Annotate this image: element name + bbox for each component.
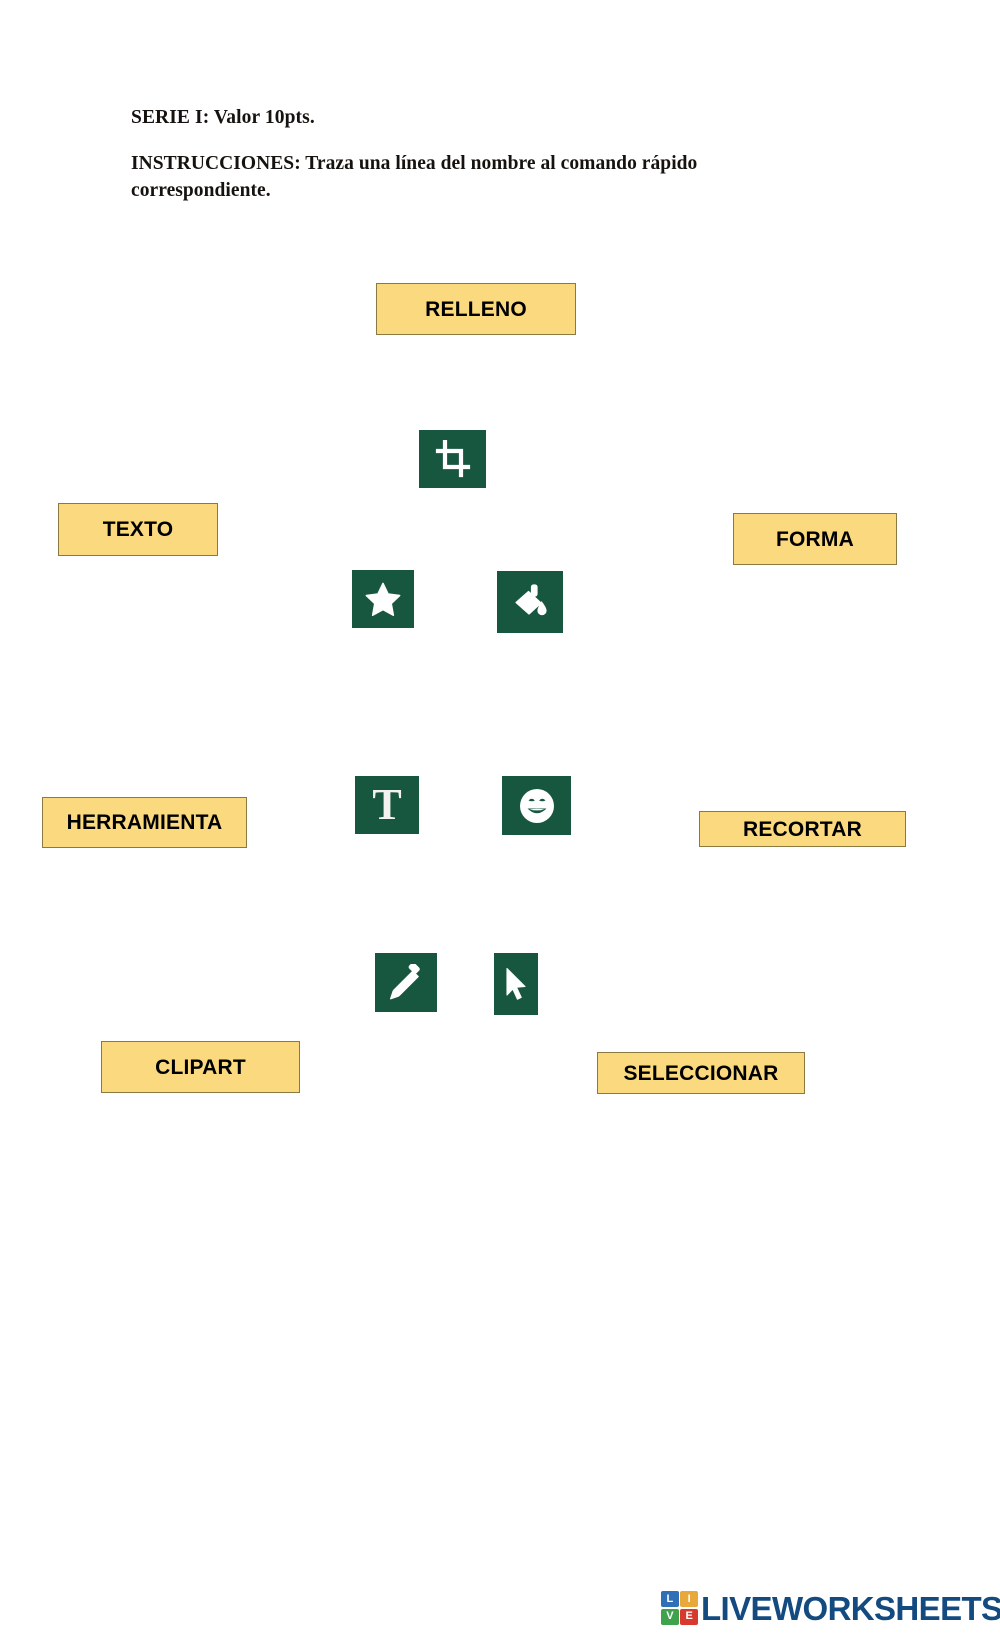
label-box-seleccionar[interactable]: SELECCIONAR [597, 1052, 805, 1094]
instructions-block: SERIE I: Valor 10pts. INSTRUCCIONES: Tra… [131, 107, 811, 205]
label-box-forma[interactable]: FORMA [733, 513, 897, 565]
logo-cell-e: E [680, 1608, 698, 1625]
label-box-herramienta[interactable]: HERRAMIENTA [42, 797, 247, 848]
label-box-recortar[interactable]: RECORTAR [699, 811, 906, 847]
liveworksheets-logo-badge: L I V E [661, 1591, 698, 1625]
label-box-texto[interactable]: TEXTO [58, 503, 218, 556]
serie-heading: SERIE I: Valor 10pts. [131, 107, 315, 128]
pencil-icon[interactable] [375, 953, 437, 1012]
logo-cell-v: V [661, 1608, 679, 1625]
label-box-relleno[interactable]: RELLENO [376, 283, 576, 335]
label-box-clipart[interactable]: CLIPART [101, 1041, 300, 1093]
logo-cell-l: L [661, 1591, 679, 1608]
instructions-text: INSTRUCCIONES: Traza una línea del nombr… [131, 153, 698, 202]
liveworksheets-logo[interactable]: L I V E LIVEWORKSHEETS [661, 1588, 1000, 1628]
logo-cell-i: I [680, 1591, 698, 1608]
text-tool-glyph: T [372, 780, 402, 829]
crop-icon[interactable] [419, 430, 486, 488]
text-tool-icon[interactable]: T [355, 776, 419, 834]
paint-bucket-icon[interactable] [497, 571, 563, 633]
star-icon[interactable] [352, 570, 414, 628]
cursor-arrow-icon[interactable] [494, 953, 538, 1015]
emoji-clipart-icon[interactable] [502, 776, 571, 835]
liveworksheets-logo-text: LIVEWORKSHEETS [701, 1589, 1000, 1627]
